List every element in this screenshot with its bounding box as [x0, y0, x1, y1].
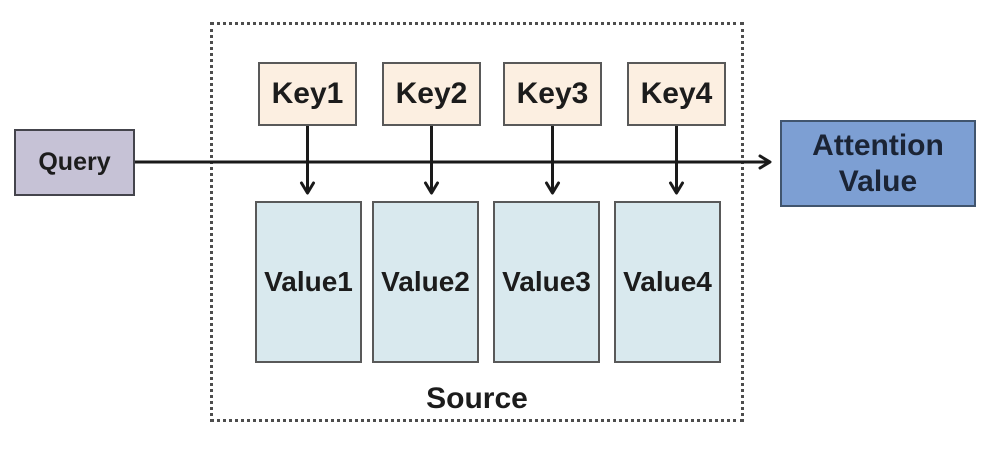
key2-box: Key2 — [382, 62, 481, 126]
query-box: Query — [14, 129, 135, 196]
value4-box: Value4 — [614, 201, 721, 363]
key3-box: Key3 — [503, 62, 602, 126]
key4-box: Key4 — [627, 62, 726, 126]
attention-value-box: Attention Value — [780, 120, 976, 207]
value2-box: Value2 — [372, 201, 479, 363]
source-container — [210, 22, 744, 422]
key1-box: Key1 — [258, 62, 357, 126]
source-label: Source — [426, 382, 528, 415]
value3-box: Value3 — [493, 201, 600, 363]
value1-box: Value1 — [255, 201, 362, 363]
